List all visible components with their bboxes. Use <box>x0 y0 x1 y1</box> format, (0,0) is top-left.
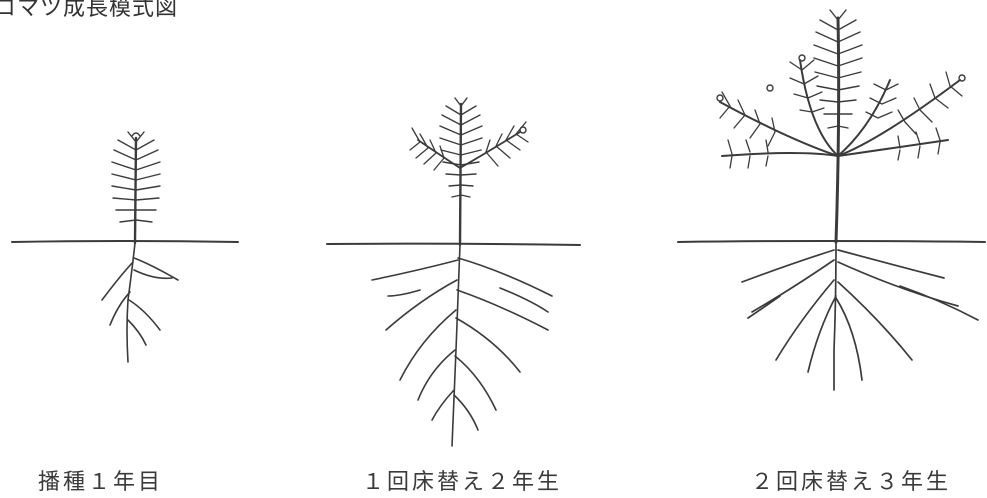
branches-3 <box>719 59 961 157</box>
roots-2 <box>371 244 553 447</box>
needles-3-branches <box>719 59 963 169</box>
stem-3 <box>834 16 841 244</box>
stage-label-1: 播種１年目 <box>38 470 164 495</box>
ground-line-3 <box>677 240 986 243</box>
roots-3 <box>741 241 979 391</box>
buds-3 <box>716 54 966 102</box>
needles-1 <box>111 131 161 223</box>
ground-line-1 <box>11 240 239 243</box>
bud-2 <box>519 126 527 134</box>
seedling-stage-1 <box>11 131 239 363</box>
branches-2 <box>417 131 521 169</box>
stage-label-2: １回床替え２年生 <box>362 470 563 495</box>
needles-3-main <box>813 9 863 129</box>
seedling-stage-3 <box>677 9 986 391</box>
seedling-stage-2 <box>326 97 581 447</box>
diagram-title: コマツ成長模式図 <box>0 0 179 21</box>
stage-label-3: ２回床替え３年生 <box>751 470 952 495</box>
ground-line-2 <box>326 242 581 246</box>
roots-1 <box>101 242 179 363</box>
